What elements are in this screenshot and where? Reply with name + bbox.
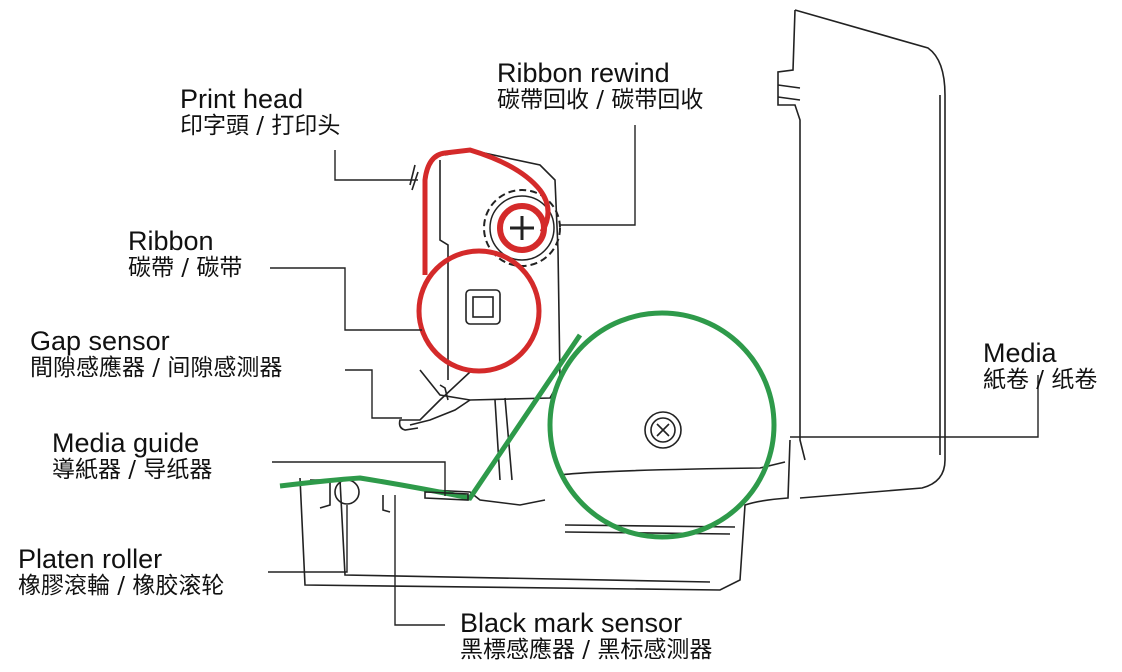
label-gap-sensor: Gap sensor 間隙感應器 / 间隙感测器 [30, 326, 282, 382]
label-black-mark-sensor: Black mark sensor 黑標感應器 / 黑标感测器 [460, 608, 712, 664]
label-media-guide: Media guide 導紙器 / 导纸器 [52, 428, 212, 484]
media-label-zh: 紙卷 / 纸卷 [983, 367, 1098, 394]
ribbon-supply-hub [465, 289, 501, 325]
platen-roller-label-zh: 橡膠滾輪 / 橡胶滚轮 [18, 573, 225, 600]
media-guide-label: Media guide [52, 428, 200, 458]
label-ribbon-rewind: Ribbon rewind 碳帶回收 / 碳带回收 [497, 58, 703, 114]
black-mark-sensor-label: Black mark sensor [460, 608, 683, 638]
print-head-label-zh: 印字頭 / 打印头 [180, 113, 341, 140]
label-platen-roller: Platen roller 橡膠滾輪 / 橡胶滚轮 [18, 544, 224, 600]
ribbon-path [416, 147, 551, 374]
ribbon-rewind-label-zh: 碳帶回收 / 碳带回收 [497, 87, 704, 114]
media-label: Media [983, 338, 1057, 368]
ribbon-label: Ribbon [128, 226, 214, 256]
label-print-head: Print head 印字頭 / 打印头 [180, 84, 340, 140]
gap-sensor-label: Gap sensor [30, 326, 170, 356]
gap-sensor-label-zh: 間隙感應器 / 间隙感测器 [30, 355, 283, 382]
media-guide-plate [424, 491, 469, 501]
platen-roller-label: Platen roller [18, 544, 163, 574]
printer-body-outline [299, 9, 946, 591]
media-guide-label-zh: 導紙器 / 导纸器 [52, 457, 213, 484]
leader-lines [268, 125, 1039, 626]
label-media: Media 紙卷 / 纸卷 [983, 338, 1097, 394]
label-ribbon: Ribbon 碳帶 / 碳带 [128, 226, 242, 282]
media-core [644, 411, 682, 449]
ribbon-label-zh: 碳帶 / 碳带 [128, 255, 243, 282]
print-head-label: Print head [180, 84, 304, 114]
black-mark-sensor-label-zh: 黑標感應器 / 黑标感测器 [460, 637, 713, 664]
ribbon-rewind-label: Ribbon rewind [497, 58, 670, 88]
